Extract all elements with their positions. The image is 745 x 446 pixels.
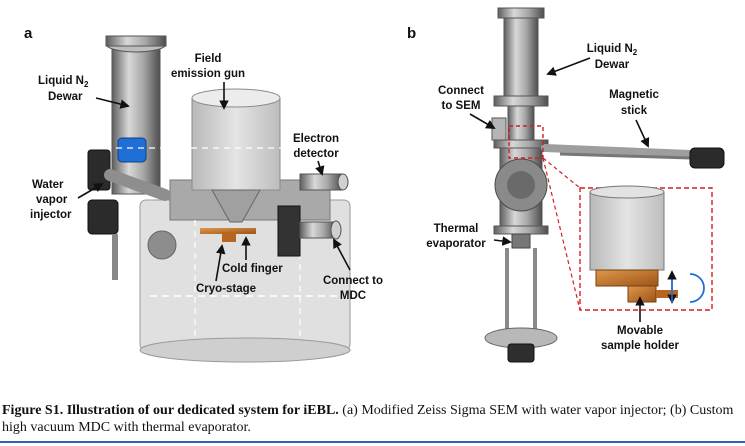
dewar-b: [493, 7, 549, 147]
label-sem-1: Connect: [438, 85, 484, 97]
figure-caption: Figure S1. Illustration of our dedicated…: [2, 402, 744, 436]
mdc-chamber: [493, 139, 549, 249]
label-holder-1: Movable: [617, 325, 663, 337]
label-dewar-b-2: Dewar: [595, 59, 630, 71]
label-dewar-b-1: Liquid N2: [587, 43, 638, 57]
label-feg-1: Field: [195, 53, 222, 65]
label-cryo-stage: Cryo-stage: [196, 283, 256, 295]
caption-title: Figure S1. Illustration of our dedicated…: [2, 403, 339, 418]
figure-illustration: a: [24, 7, 725, 363]
label-evap-1: Thermal: [434, 223, 479, 235]
label-water-2: vapor: [36, 194, 68, 206]
inset-sample-holder: [589, 185, 705, 304]
caption-text: (a) Modified Zeiss Sigma SEM with water …: [2, 403, 734, 435]
panel-b: b: [407, 7, 725, 363]
label-cold-finger: Cold finger: [222, 263, 283, 275]
support-stand: [484, 248, 558, 363]
label-dewar-a-2: Dewar: [48, 91, 83, 103]
label-mdc-1: Connect to: [323, 275, 383, 287]
caption-divider: [0, 441, 745, 443]
panel-a: a: [24, 25, 383, 363]
label-feg-2: emission gun: [171, 68, 245, 80]
label-sem-2: to SEM: [442, 100, 481, 112]
label-detector-1: Electron: [293, 133, 339, 145]
electron-detector: [299, 173, 349, 191]
label-stick-1: Magnetic: [609, 89, 659, 101]
label-stick-2: stick: [621, 105, 648, 117]
label-water-1: Water: [32, 179, 64, 191]
panel-a-tag: a: [24, 25, 33, 42]
cryo-stage-a: [200, 228, 256, 242]
water-vapor-injector: [87, 149, 171, 280]
field-emission-gun: [180, 88, 300, 223]
label-water-3: injector: [30, 209, 72, 221]
panel-b-tag: b: [407, 25, 416, 42]
magnetic-stick: [541, 144, 725, 169]
label-holder-2: sample holder: [601, 340, 679, 352]
dewar-a: [105, 35, 195, 195]
label-detector-2: detector: [293, 148, 339, 160]
sem-flange: [491, 117, 507, 141]
label-evap-2: evaporator: [426, 238, 486, 250]
mdc-port: [277, 205, 342, 257]
label-dewar-a-1: Liquid N2: [38, 75, 89, 89]
label-mdc-2: MDC: [340, 290, 366, 302]
